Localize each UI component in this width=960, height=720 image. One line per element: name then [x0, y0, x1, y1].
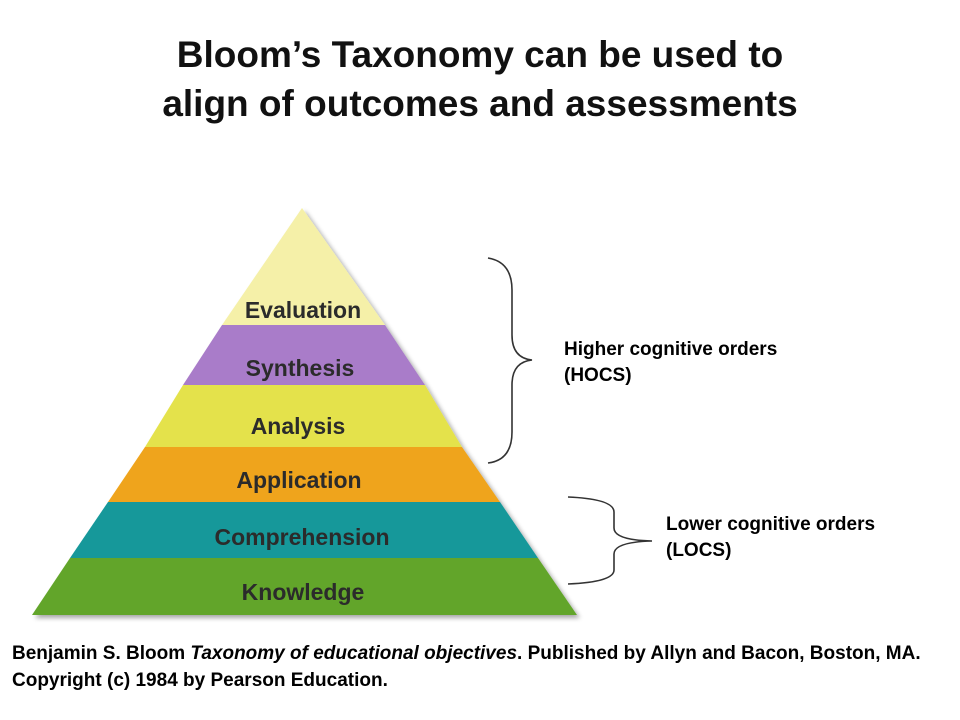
citation-author: Benjamin S. Bloom — [12, 643, 191, 664]
locs-brace — [567, 496, 653, 585]
hocs-brace — [487, 257, 533, 464]
level-analysis-label: Analysis — [251, 413, 346, 439]
locs-label-line-2: (LOCS) — [666, 540, 732, 561]
level-comprehension-band — [70, 502, 538, 558]
locs-label-line-1: Lower cognitive orders — [666, 514, 876, 535]
hocs-label-line-2: (HOCS) — [564, 365, 632, 386]
level-application-band — [108, 447, 500, 502]
level-knowledge-band — [32, 558, 577, 615]
citation-publisher: . Published by Allyn and Bacon, Boston, … — [12, 643, 921, 691]
level-knowledge-label: Knowledge — [242, 579, 365, 605]
level-application-label: Application — [236, 467, 361, 493]
slide-title: Bloom’s Taxonomy can be used to align of… — [0, 30, 960, 128]
level-synthesis-band — [183, 325, 425, 385]
citation-book-title: Taxonomy of educational objectives — [190, 643, 518, 664]
locs-label: Lower cognitive orders (LOCS) — [666, 512, 875, 564]
hocs-label: Higher cognitive orders (HOCS) — [564, 337, 777, 389]
level-evaluation-label: Evaluation — [245, 297, 361, 323]
citation: Benjamin S. Bloom Taxonomy of educationa… — [12, 640, 952, 694]
level-analysis-band — [145, 385, 462, 447]
title-line-1: Bloom’s Taxonomy can be used to — [176, 34, 784, 75]
title-line-2: align of outcomes and assessments — [162, 83, 798, 124]
level-evaluation-band — [222, 208, 385, 325]
level-comprehension-label: Comprehension — [214, 524, 389, 550]
level-synthesis-label: Synthesis — [246, 355, 355, 381]
hocs-label-line-1: Higher cognitive orders — [564, 339, 778, 360]
